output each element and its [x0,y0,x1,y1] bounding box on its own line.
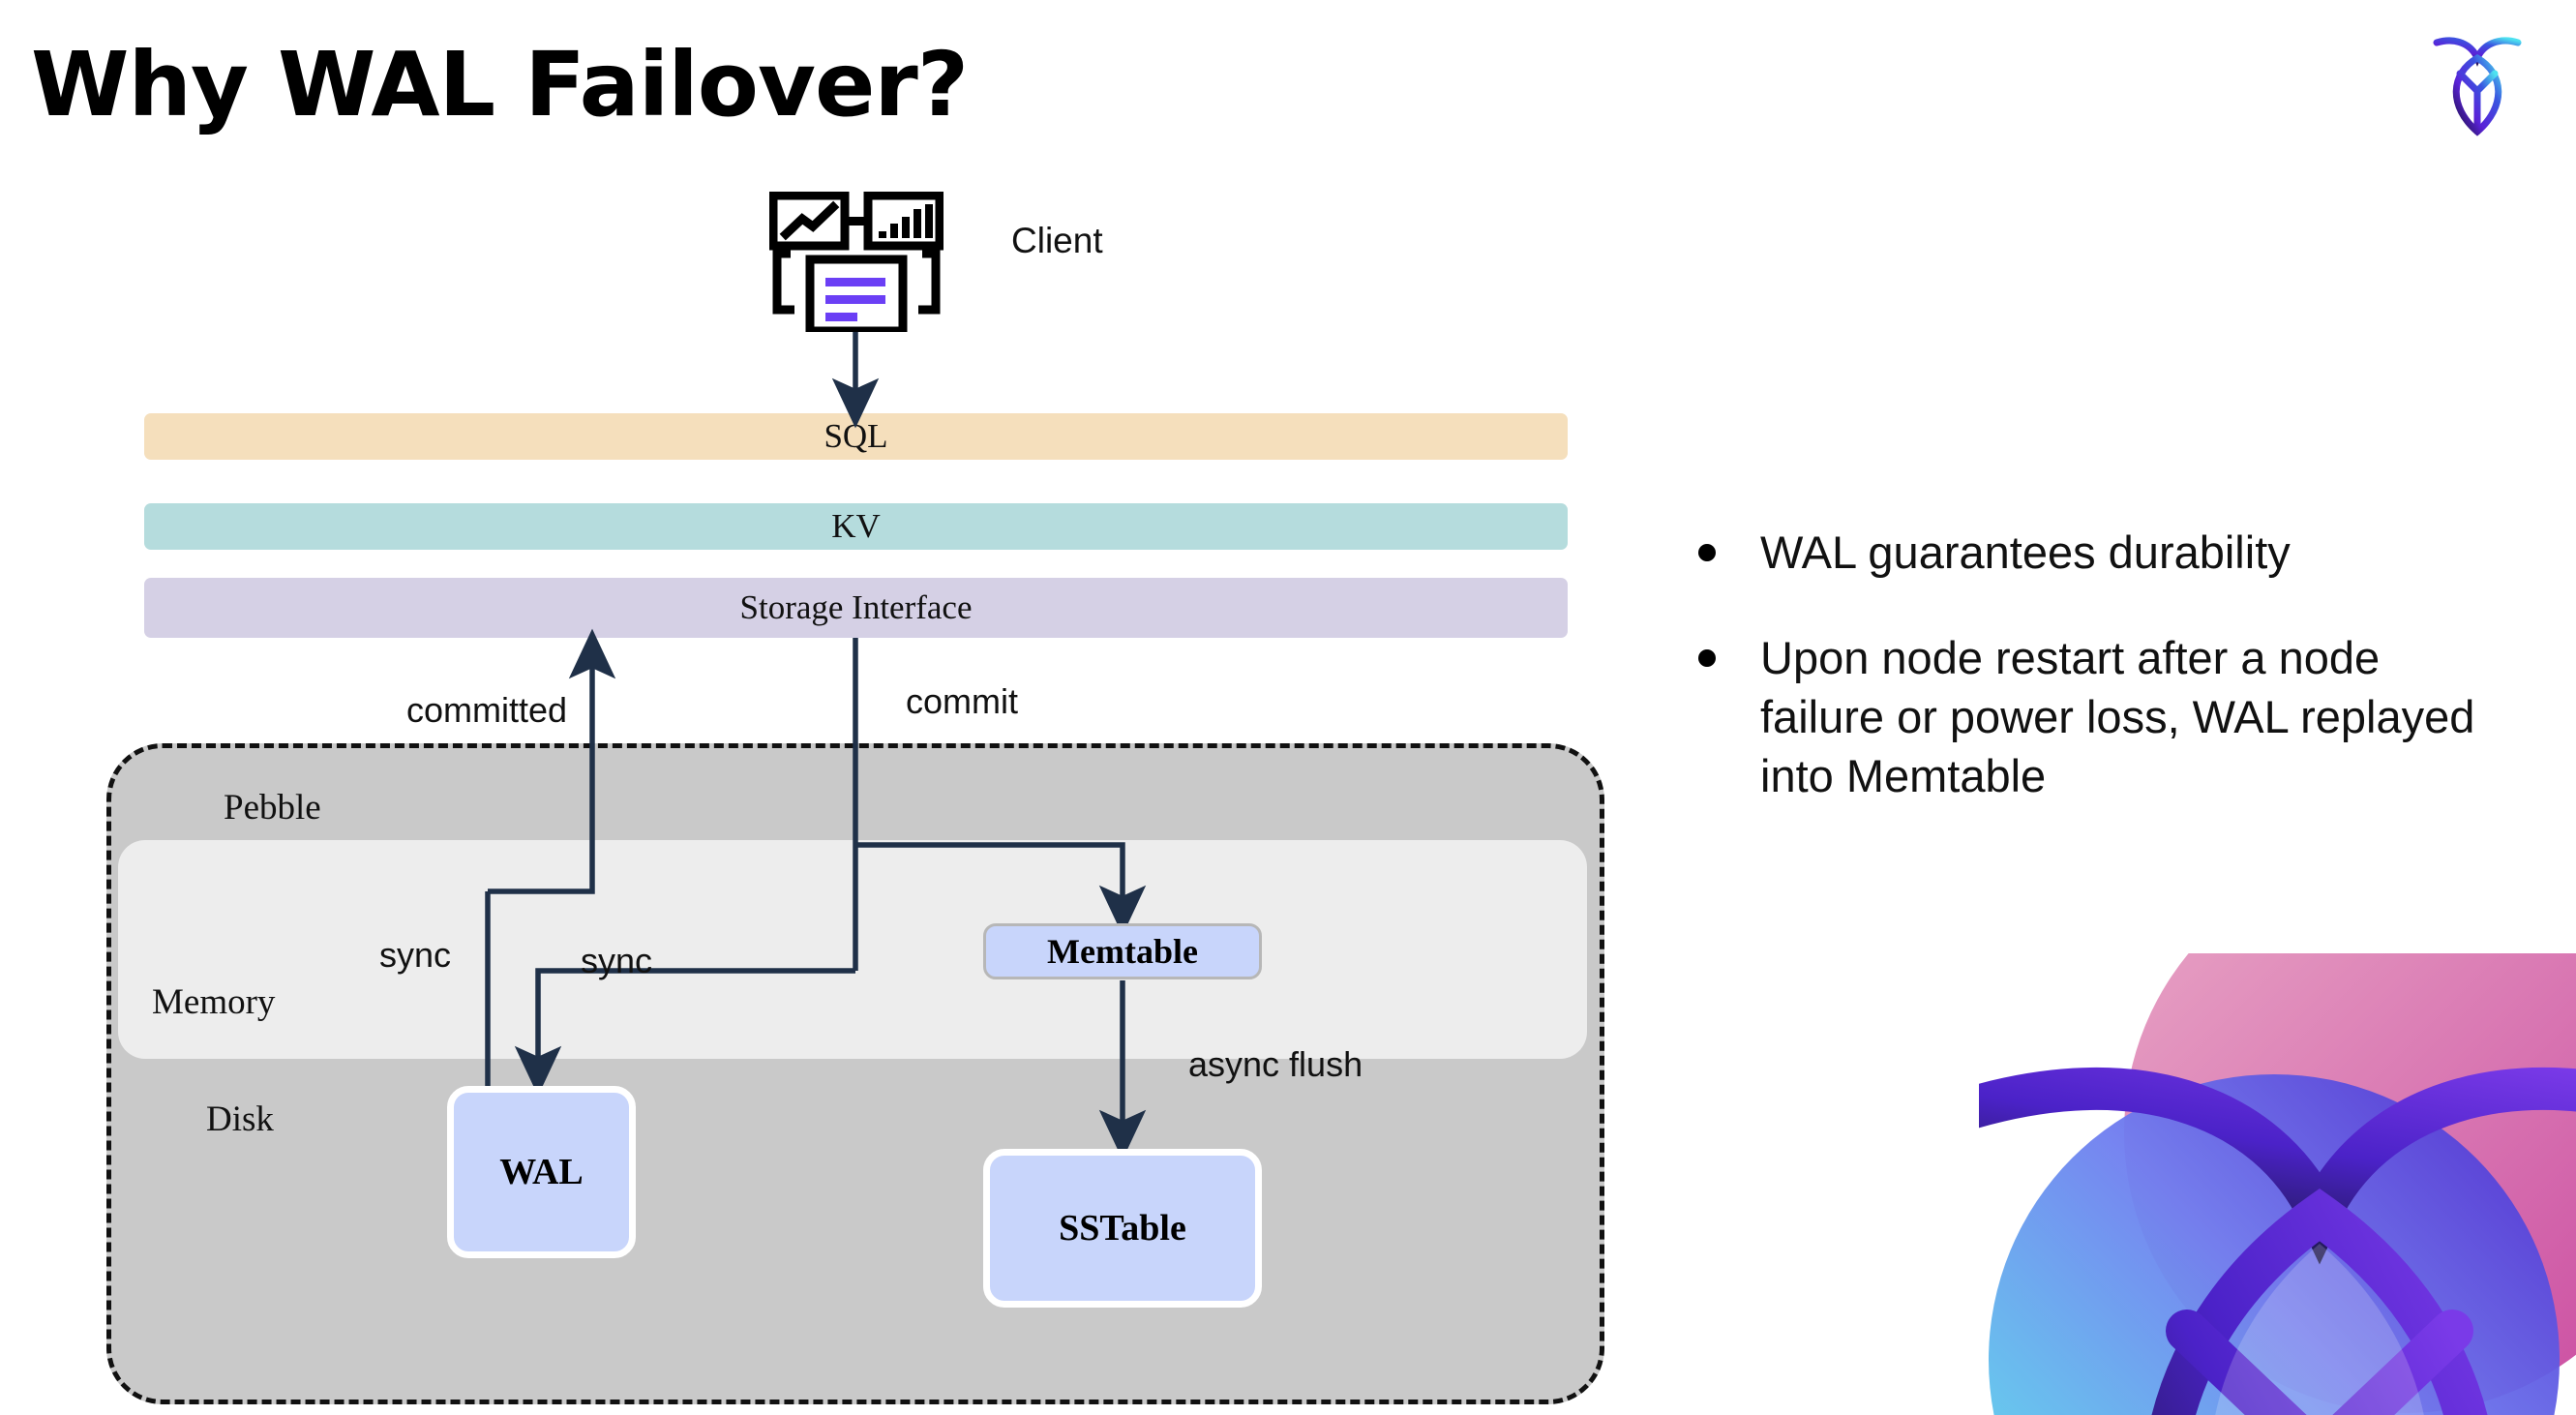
disk-label: Disk [206,1099,274,1139]
bullet-dot-icon [1698,649,1716,668]
node-label-sstable: SSTable [1059,1208,1186,1249]
client-dashboard-icon [768,191,944,336]
edge-label-sync-b: sync [581,941,653,980]
node-sstable: SSTable [983,1149,1262,1308]
bullet-text: Upon node restart after a node failure o… [1760,632,2475,802]
list-item: WAL guarantees durability [1698,523,2501,582]
pebble-label: Pebble [224,788,321,828]
client-label: Client [1011,221,1103,260]
bullet-dot-icon [1698,544,1716,561]
memory-label: Memory [152,982,276,1022]
memory-region [118,840,1587,1059]
edge-label-commit: commit [906,681,1018,721]
node-wal: WAL [447,1086,636,1258]
layer-bar-kv: KV [144,503,1568,550]
layer-bar-storage: Storage Interface [144,578,1568,638]
edge-label-async-flush: async flush [1188,1044,1363,1084]
node-memtable: Memtable [983,923,1262,979]
layer-label-storage: Storage Interface [739,588,973,626]
cockroachdb-large-logo-icon [1979,953,2576,1415]
node-label-memtable: Memtable [1047,932,1198,971]
layer-bar-sql: SQL [144,413,1568,460]
edge-label-sync-a: sync [379,935,452,975]
node-label-wal: WAL [499,1152,584,1192]
bullet-text: WAL guarantees durability [1760,527,2291,578]
list-item: Upon node restart after a node failure o… [1698,628,2501,805]
bullet-list: WAL guarantees durability Upon node rest… [1698,523,2501,852]
edge-label-committed: committed [406,690,568,730]
page-title: Why WAL Failover? [31,33,969,136]
cockroachdb-logo-icon [2431,31,2524,139]
layer-label-kv: KV [831,507,881,545]
layer-label-sql: SQL [824,417,888,455]
